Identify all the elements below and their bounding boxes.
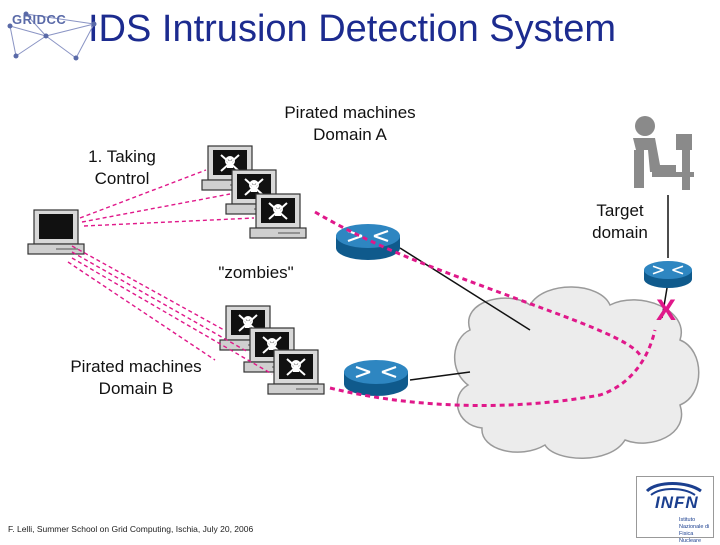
attack-paths [314,210,657,407]
infn-logo: INFN Istituto Nazionale di Fisica Nuclea… [636,476,714,544]
pirated-computer-icon [249,193,307,239]
taking-control-line2: Control [94,169,150,188]
infn-logo-text: INFN [655,493,699,512]
zombies-label: "zombies" [218,263,294,282]
domain-a-pirated-computers [201,145,307,239]
router-icon [342,358,410,398]
control-arrows [67,169,273,375]
domain-b-label: Pirated machines Domain B [58,356,214,400]
infn-logo-subtext: Istituto Nazionale di Fisica Nucleare [679,517,710,544]
domain-a-label: Pirated machines Domain A [270,102,430,146]
target-workstation-icon [633,116,694,190]
router-icon [334,222,402,262]
router-icon [643,260,693,289]
domain-a-line1: Pirated machines [284,103,416,122]
target-line1: Target [596,201,644,220]
domain-b-line1: Pirated machines [70,357,202,376]
domain-b-line2: Domain B [98,379,174,398]
gridcc-logo: GRIDCC [6,6,100,62]
internet-cloud-icon [453,286,700,459]
slide-title: IDS Intrusion Detection System [88,8,616,50]
pirated-computer-icon [267,349,325,395]
slide-footer: F. Lelli, Summer School on Grid Computin… [8,524,254,534]
taking-control-label: 1. Taking Control [72,146,172,190]
taking-control-line1: 1. Taking [88,147,156,166]
domain-a-line2: Domain A [313,125,387,144]
target-line2: domain [592,223,648,242]
target-domain-label: Target domain [578,200,662,244]
gridcc-logo-text: GRIDCC [12,12,67,27]
attack-marker: X [656,294,677,327]
domain-b-pirated-computers [219,305,325,395]
